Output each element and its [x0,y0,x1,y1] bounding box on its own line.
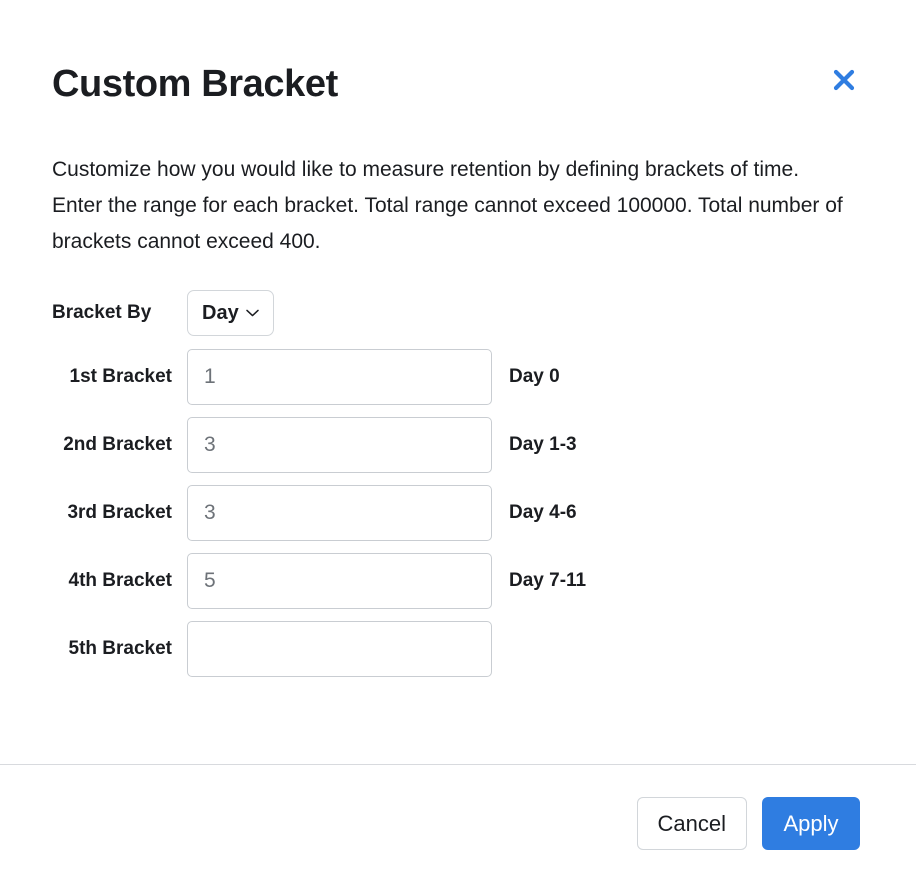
bracket-by-selected-value: Day [202,302,239,324]
bracket-row-4: 4th Bracket Day 7-11 [52,553,876,609]
bracket-field-1 [187,349,492,405]
bracket-label-4: 4th Bracket [68,570,173,591]
bracket-row-1: 1st Bracket Day 0 [52,349,876,405]
bracket-by-field: Day [187,290,274,336]
bracket-label-3: 3rd Bracket [67,502,172,523]
bracket-row-5: 5th Bracket [52,621,876,677]
dialog-footer: Cancel Apply [636,797,860,850]
dialog-header: Custom Bracket [52,52,864,116]
bracket-input-3[interactable] [187,485,492,541]
close-icon [833,69,855,91]
bracket-field-2 [187,417,492,473]
bracket-by-row: Bracket By Day [52,290,876,336]
close-button[interactable] [824,60,864,100]
bracket-field-4 [187,553,492,609]
bracket-range-1: Day 0 [509,366,560,387]
bracket-input-5[interactable] [187,621,492,677]
bracket-by-select[interactable]: Day [187,290,274,336]
bracket-by-label: Bracket By [52,302,152,323]
bracket-form: Bracket By Day 1st Bracket Day 0 2nd Bra… [52,290,876,689]
apply-button[interactable]: Apply [762,797,860,850]
bracket-field-3 [187,485,492,541]
footer-divider [0,764,916,765]
bracket-label-1: 1st Bracket [69,366,172,387]
bracket-row-2: 2nd Bracket Day 1-3 [52,417,876,473]
dialog-description: Customize how you would like to measure … [52,158,843,253]
bracket-input-4[interactable] [187,553,492,609]
bracket-input-1[interactable] [187,349,492,405]
bracket-range-3: Day 4-6 [509,502,577,523]
bracket-field-5 [187,621,492,677]
bracket-range-4: Day 7-11 [509,570,587,591]
bracket-label-2: 2nd Bracket [63,434,172,455]
bracket-label-5: 5th Bracket [68,638,173,659]
bracket-row-3: 3rd Bracket Day 4-6 [52,485,876,541]
page-title: Custom Bracket [52,63,338,105]
bracket-range-2: Day 1-3 [509,434,577,455]
bracket-input-2[interactable] [187,417,492,473]
cancel-button[interactable]: Cancel [636,797,747,850]
chevron-down-icon [245,309,259,317]
